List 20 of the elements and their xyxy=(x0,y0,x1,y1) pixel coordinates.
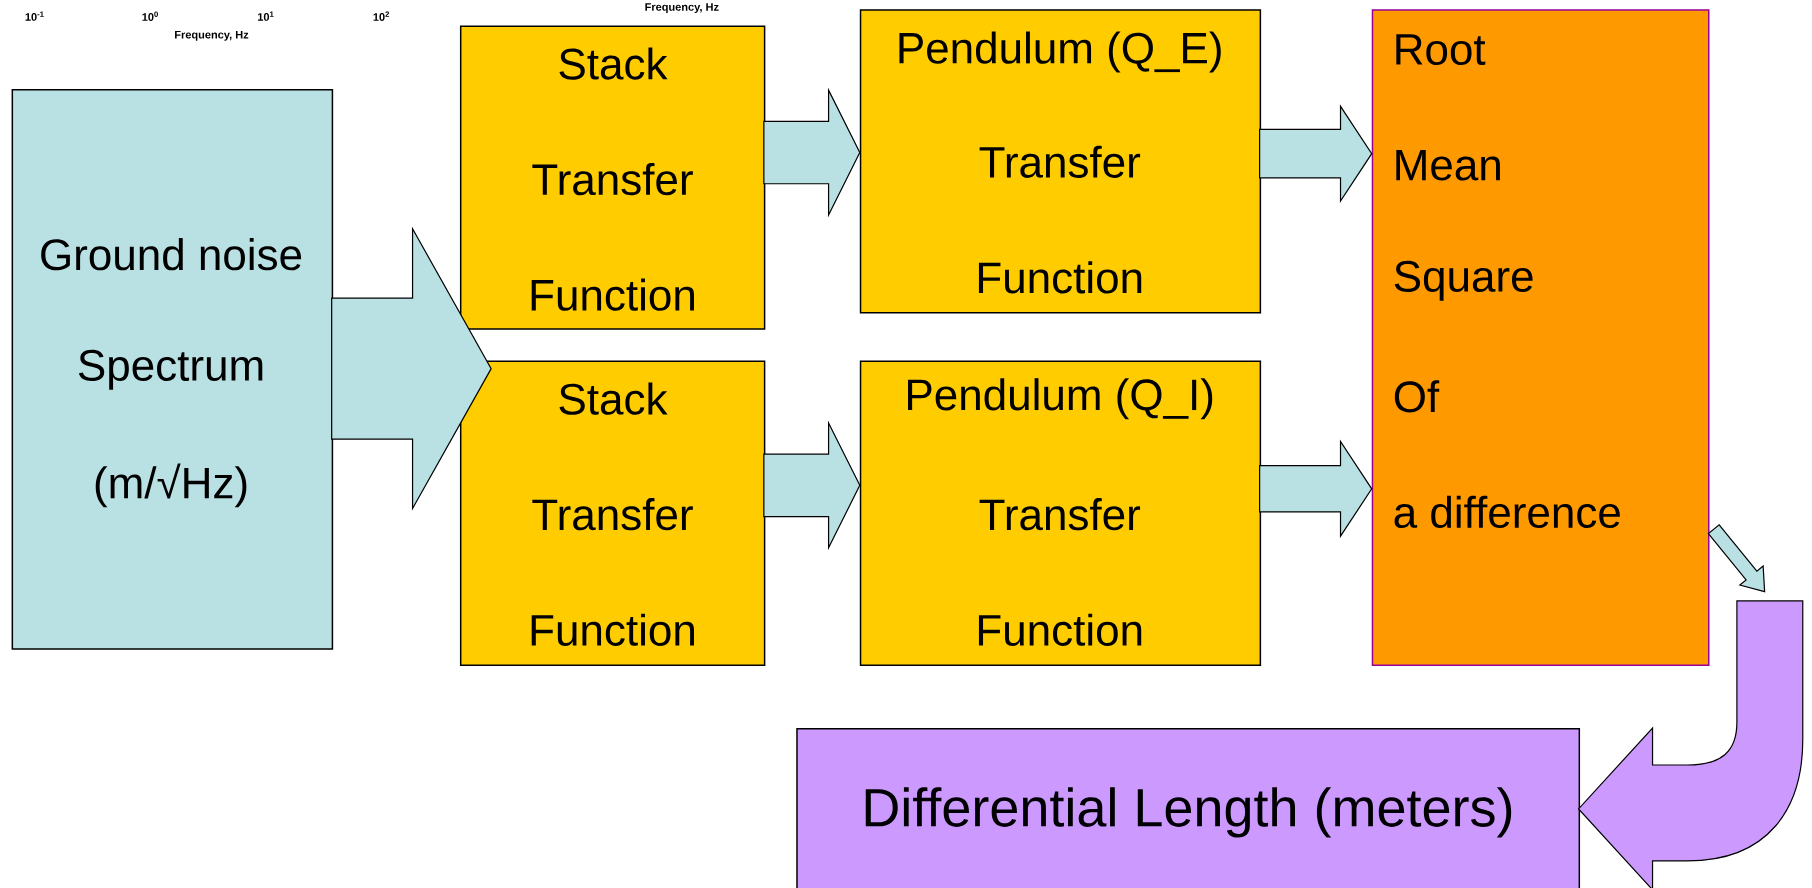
tick-label: 10$^{2}$ xyxy=(373,11,390,21)
tick-label: 10$^{-1}$ xyxy=(25,11,44,21)
process-box: Pendulum (Q_E) Transfer Function xyxy=(859,9,1262,314)
block-arrow xyxy=(1707,524,1766,593)
tick-label: 10$^{1}$ xyxy=(258,11,274,21)
result-box: Root Mean Square Of a difference xyxy=(1371,9,1710,666)
block-arrow xyxy=(1259,104,1373,204)
block-arrow xyxy=(763,420,861,551)
process-box: Pendulum (Q_I) Transfer Function xyxy=(859,360,1262,666)
block-arrow xyxy=(763,87,861,218)
process-box: Stack Transfer Function xyxy=(459,360,766,666)
block-arrow xyxy=(1259,439,1373,539)
process-box: Stack Transfer Function xyxy=(459,25,766,330)
output-box: Differential Length (meters) xyxy=(796,728,1581,888)
block-arrow xyxy=(331,226,492,511)
source-box: Ground noise Spectrum (m/√Hz) xyxy=(11,88,334,650)
tick-label: 10$^{0}$ xyxy=(142,11,158,21)
axis-title: Frequency, Hz xyxy=(645,3,719,13)
curved-arrow xyxy=(1578,600,1804,888)
axis-title: Frequency, Hz xyxy=(175,30,249,41)
